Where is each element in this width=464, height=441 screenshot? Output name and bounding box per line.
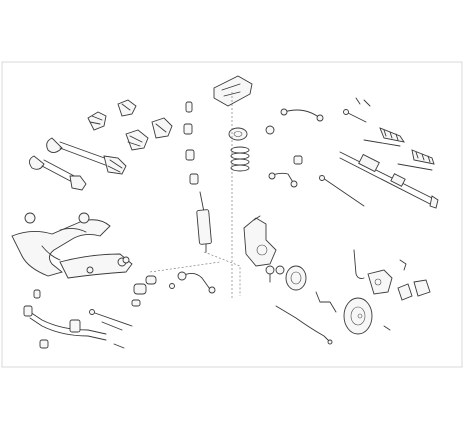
subframe-bracket	[11, 219, 111, 277]
brake-hose	[275, 305, 391, 345]
steering-rack	[339, 151, 439, 209]
drive-shaft-upper	[46, 137, 127, 175]
rack-boot-upper	[379, 127, 405, 143]
tie-rod-left	[343, 97, 371, 123]
stabilizer-bar	[23, 305, 107, 341]
inner-tie-rods	[363, 139, 433, 171]
dashed-guide-lines	[149, 92, 241, 300]
coil-spring	[230, 146, 250, 172]
abs-sensor	[315, 249, 365, 313]
wheel-hub	[275, 265, 307, 291]
lower-control-arm	[59, 253, 133, 279]
shock-absorber	[196, 191, 212, 253]
wishbone-link	[169, 271, 216, 294]
brake-pads	[397, 259, 431, 301]
diagram-frame	[1, 61, 463, 368]
strut-mount-top	[213, 75, 253, 107]
rack-boot-lower	[411, 149, 435, 165]
bump-stop-small	[183, 101, 199, 185]
arm-bushings	[24, 212, 130, 264]
stabilizer-links	[33, 289, 133, 349]
upper-link-arm	[265, 108, 324, 135]
brake-disc	[343, 297, 373, 335]
brake-caliper	[367, 269, 393, 295]
drive-shaft-lower	[29, 155, 87, 191]
boot-kit-middle	[125, 117, 173, 151]
ball-joint	[265, 265, 275, 283]
tie-rod-end	[268, 155, 303, 188]
steering-knuckle	[243, 215, 277, 267]
outer-tie-rod-left	[319, 175, 365, 207]
small-bushes-center	[131, 275, 157, 307]
strut-bearing	[228, 127, 248, 141]
boot-kit-upper	[87, 99, 137, 131]
